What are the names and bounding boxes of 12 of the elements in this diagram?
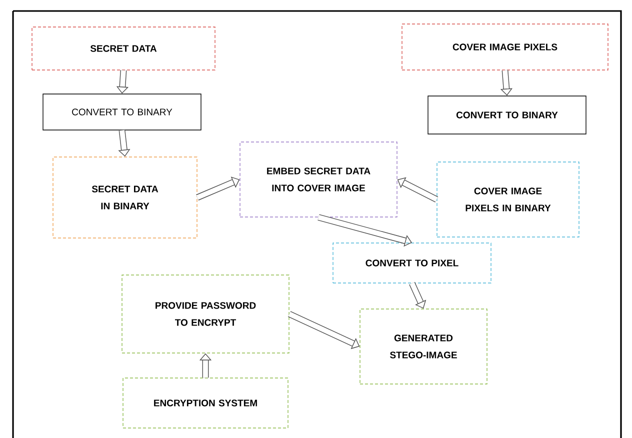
dashed-box: GENERATED STEGO-IMAGE: [360, 308, 488, 384]
block-arrow: [397, 177, 438, 202]
process-box: CONVERT TO BINARY: [42, 94, 202, 130]
process-box: CONVERT TO BINARY: [428, 96, 586, 134]
dashed-box: PROVIDE PASSWORD TO ENCRYPT: [122, 274, 290, 354]
dashed-box: SECRET DATA: [32, 26, 216, 70]
dashed-box: CONVERT TO PIXEL: [332, 242, 492, 284]
dashed-box: SECRET DATA IN BINARY: [52, 156, 198, 238]
dashed-box: COVER IMAGE PIXELS IN BINARY: [436, 162, 580, 238]
dashed-box: COVER IMAGE PIXELS: [402, 24, 608, 70]
dashed-box: EMBED SECRET DATA INTO COVER IMAGE: [240, 142, 398, 218]
dashed-box: ENCRYPTION SYSTEM: [122, 378, 288, 428]
